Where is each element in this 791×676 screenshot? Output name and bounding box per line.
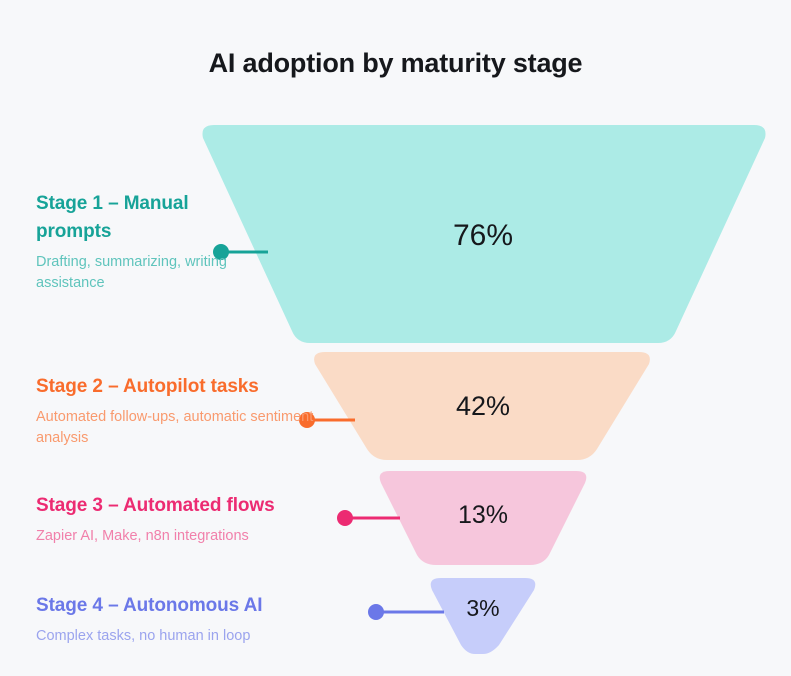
connector-stage-2 xyxy=(299,412,355,428)
connector-stage-4 xyxy=(368,604,444,620)
connector-dot-stage-3 xyxy=(337,510,353,526)
stage-description-stage-3: Zapier AI, Make, n8n integrations xyxy=(36,528,249,544)
connector-stage-3 xyxy=(337,510,400,526)
stage-label-stage-4: Stage 4 – Autonomous AI Complex tasks, n… xyxy=(36,592,336,647)
page-title: AI adoption by maturity stage xyxy=(208,48,583,78)
funnel-segment-stage-2[interactable] xyxy=(314,352,650,460)
funnel-segment-stage-1[interactable] xyxy=(202,125,766,343)
stage-description-stage-4: Complex tasks, no human in loop xyxy=(36,628,251,644)
stage-title-stage-1: Stage 1 – Manual prompts xyxy=(36,193,189,242)
stage-label-stage-2: Stage 2 – Autopilot tasks Automated foll… xyxy=(36,373,336,449)
stage-description-stage-1: Drafting, summarizing, writing assistanc… xyxy=(36,254,227,291)
funnel-segment-stage-3[interactable] xyxy=(379,471,587,565)
connector-dot-stage-4 xyxy=(368,604,384,620)
stage-description-stage-2: Automated follow-ups, automatic sentimen… xyxy=(36,409,314,446)
connector-dot-stage-1 xyxy=(213,244,229,260)
funnel-segment-stage-4[interactable] xyxy=(430,578,536,654)
value-label-stage-4: 3% xyxy=(466,595,500,621)
connector-stage-1 xyxy=(213,244,268,260)
connector-dot-stage-2 xyxy=(299,412,315,428)
stage-label-stage-3: Stage 3 – Automated flows Zapier AI, Mak… xyxy=(36,492,336,547)
value-label-stage-1: 76% xyxy=(452,219,514,252)
stage-title-stage-3: Stage 3 – Automated flows xyxy=(36,495,275,516)
stage-label-stage-1: Stage 1 – Manual prompts Drafting, summa… xyxy=(36,190,251,294)
value-label-stage-3: 13% xyxy=(457,501,509,529)
value-label-stage-2: 42% xyxy=(455,391,511,421)
stage-title-stage-2: Stage 2 – Autopilot tasks xyxy=(36,376,259,397)
stage-title-stage-4: Stage 4 – Autonomous AI xyxy=(36,595,263,616)
